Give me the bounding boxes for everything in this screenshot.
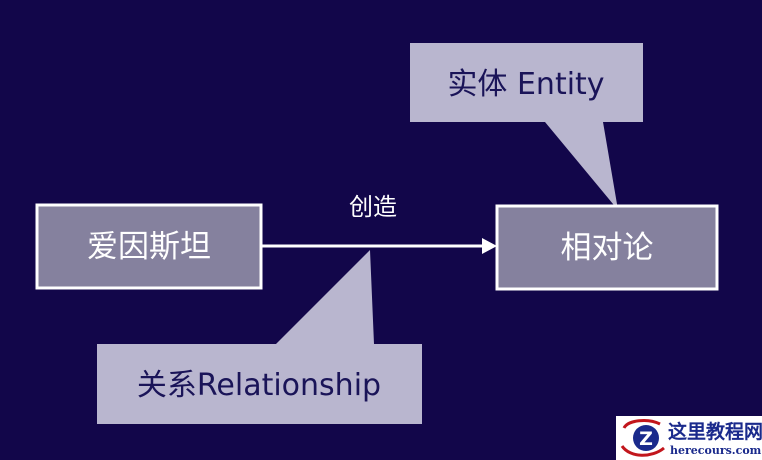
entity-callout: 实体 Entity xyxy=(410,43,643,210)
arrowhead-icon xyxy=(482,238,497,254)
entity-callout-shape xyxy=(410,43,643,210)
node-einstein-label: 爱因斯坦 xyxy=(87,229,211,265)
creates-edge: 创造 xyxy=(262,193,497,254)
node-relativity-label: 相对论 xyxy=(561,230,654,266)
edge-label: 创造 xyxy=(349,193,397,221)
node-einstein: 爱因斯坦 xyxy=(35,203,263,290)
watermark-logo-icon: Z xyxy=(620,419,665,457)
node-relativity-box xyxy=(495,204,719,291)
watermark-title: 这里教程网 xyxy=(668,420,762,443)
node-einstein-box xyxy=(35,203,263,290)
relationship-callout-shape xyxy=(97,250,422,424)
watermark: Z 这里教程网 herecours.com xyxy=(616,416,762,460)
entity-callout-label: 实体 Entity xyxy=(447,67,604,102)
node-relativity: 相对论 xyxy=(495,204,719,291)
watermark-url: herecours.com xyxy=(670,444,762,457)
watermark-logo-letter: Z xyxy=(639,428,653,450)
relationship-callout: 关系Relationship xyxy=(97,250,422,424)
relationship-callout-label: 关系Relationship xyxy=(137,368,381,403)
